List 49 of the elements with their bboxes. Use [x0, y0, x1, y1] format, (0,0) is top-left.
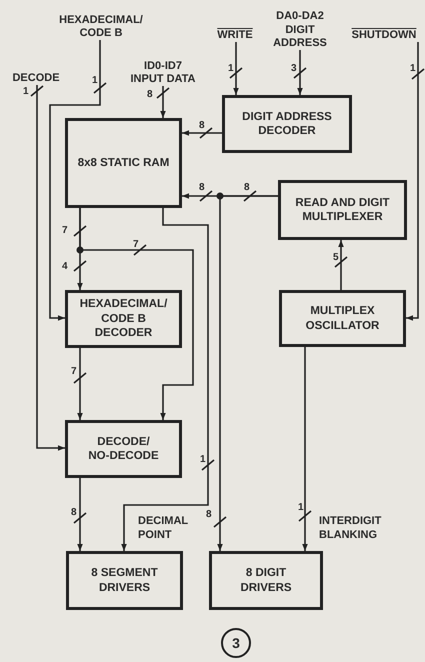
bus-width-label: 8: [71, 508, 77, 518]
bus-width-label: 8: [199, 183, 205, 193]
bus-width-label: 8: [147, 90, 153, 100]
signal-label: DECODE: [3, 70, 69, 85]
bus-arrow: [213, 195, 278, 551]
bus-width-label: 1: [23, 87, 29, 97]
bus-width-label: 1: [298, 503, 304, 513]
bus-width-label: 7: [71, 367, 77, 377]
signal-label: HEXADECIMAL/ CODE B: [45, 10, 157, 40]
bus-arrow: [293, 50, 307, 95]
figure-number: 3: [221, 628, 251, 658]
block-box: 8 SEGMENT DRIVERS: [66, 551, 183, 610]
bus-arrow: [182, 127, 222, 139]
bus-width-label: 3: [291, 64, 297, 74]
bus-width-label: 1: [200, 455, 206, 465]
block-box: 8x8 STATIC RAM: [65, 118, 182, 208]
bus-arrow: [73, 348, 87, 420]
bus-arrow: [156, 86, 170, 118]
block-box: READ AND DIGIT MULTIPLEXER: [278, 180, 407, 240]
bus-arrow: [229, 42, 243, 95]
signal-label: INTERDIGIT BLANKING: [319, 514, 382, 543]
bus-width-label: 5: [333, 253, 339, 263]
signal-label: DA0-DA2 DIGIT ADDRESS: [262, 8, 338, 50]
bus-arrow: [73, 478, 87, 551]
bus-arrow: [406, 42, 425, 321]
bus-width-label: 1: [410, 64, 416, 74]
bus-width-label: 7: [62, 226, 68, 236]
signal-label: ID0-ID7 INPUT DATA: [128, 46, 198, 86]
block-box: DIGIT ADDRESS DECODER: [222, 95, 352, 153]
bus-width-label: 8: [206, 510, 212, 520]
block-box: 8 DIGIT DRIVERS: [209, 551, 323, 610]
bus-width-label: 7: [133, 240, 139, 250]
bus-arrow: [30, 85, 65, 451]
bus-width-label: 4: [62, 262, 68, 272]
bus-arrow: [121, 208, 215, 551]
block-box: HEXADECIMAL/ CODE B DECODER: [65, 290, 182, 348]
bus-arrow: [298, 347, 312, 551]
bus-width-label: 8: [244, 183, 250, 193]
block-box: DECODE/ NO-DECODE: [65, 420, 182, 478]
bus-arrow: [79, 208, 194, 420]
bus-width-label: 1: [92, 76, 98, 86]
bus-arrow: [334, 240, 348, 290]
bus-width-label: 8: [199, 121, 205, 131]
signal-label: SHUTDOWN: [344, 27, 424, 42]
bus-arrow: [49, 40, 107, 321]
signal-label: WRITE: [207, 27, 263, 42]
signal-label: DECIMAL POINT: [138, 514, 189, 543]
block-box: MULTIPLEX OSCILLATOR: [279, 290, 406, 347]
bus-width-label: 1: [228, 64, 234, 74]
